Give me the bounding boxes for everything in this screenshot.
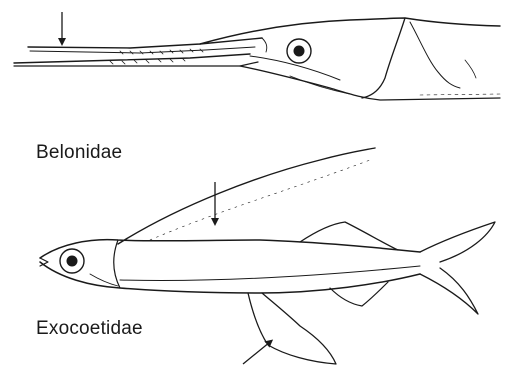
belonidae-operculum [362, 18, 405, 98]
exocoetidae-operculum [114, 240, 120, 288]
belonidae-head-mark [262, 38, 267, 52]
belonidae-pupil [294, 46, 305, 57]
exocoetidae-pelvic-fin [248, 293, 336, 364]
exocoetidae-pectoral-fin [118, 148, 375, 244]
exocoetidae-body-top [40, 240, 420, 258]
exocoetidae-tail-upper [420, 222, 495, 262]
exocoetidae-lateral-line [120, 266, 420, 280]
belonidae-label: Belonidae [36, 142, 122, 164]
belonidae-teeth-upper [120, 49, 203, 54]
exocoetidae-pelvic-arrow [243, 342, 270, 364]
exocoetidae-tail-lower [420, 268, 478, 314]
belonidae-body-dash [420, 94, 500, 95]
exocoetidae-pectoral-fin-lower [150, 160, 370, 240]
belonidae-fin-hint [465, 60, 476, 78]
exocoetidae-pupil [67, 256, 78, 267]
belonidae-gill-line [410, 22, 460, 88]
belonidae-illustration [14, 12, 500, 100]
belonidae-upper-jaw [28, 38, 262, 48]
exocoetidae-label: Exocoetidae [36, 318, 143, 340]
belonidae-lower-jaw [14, 54, 250, 63]
